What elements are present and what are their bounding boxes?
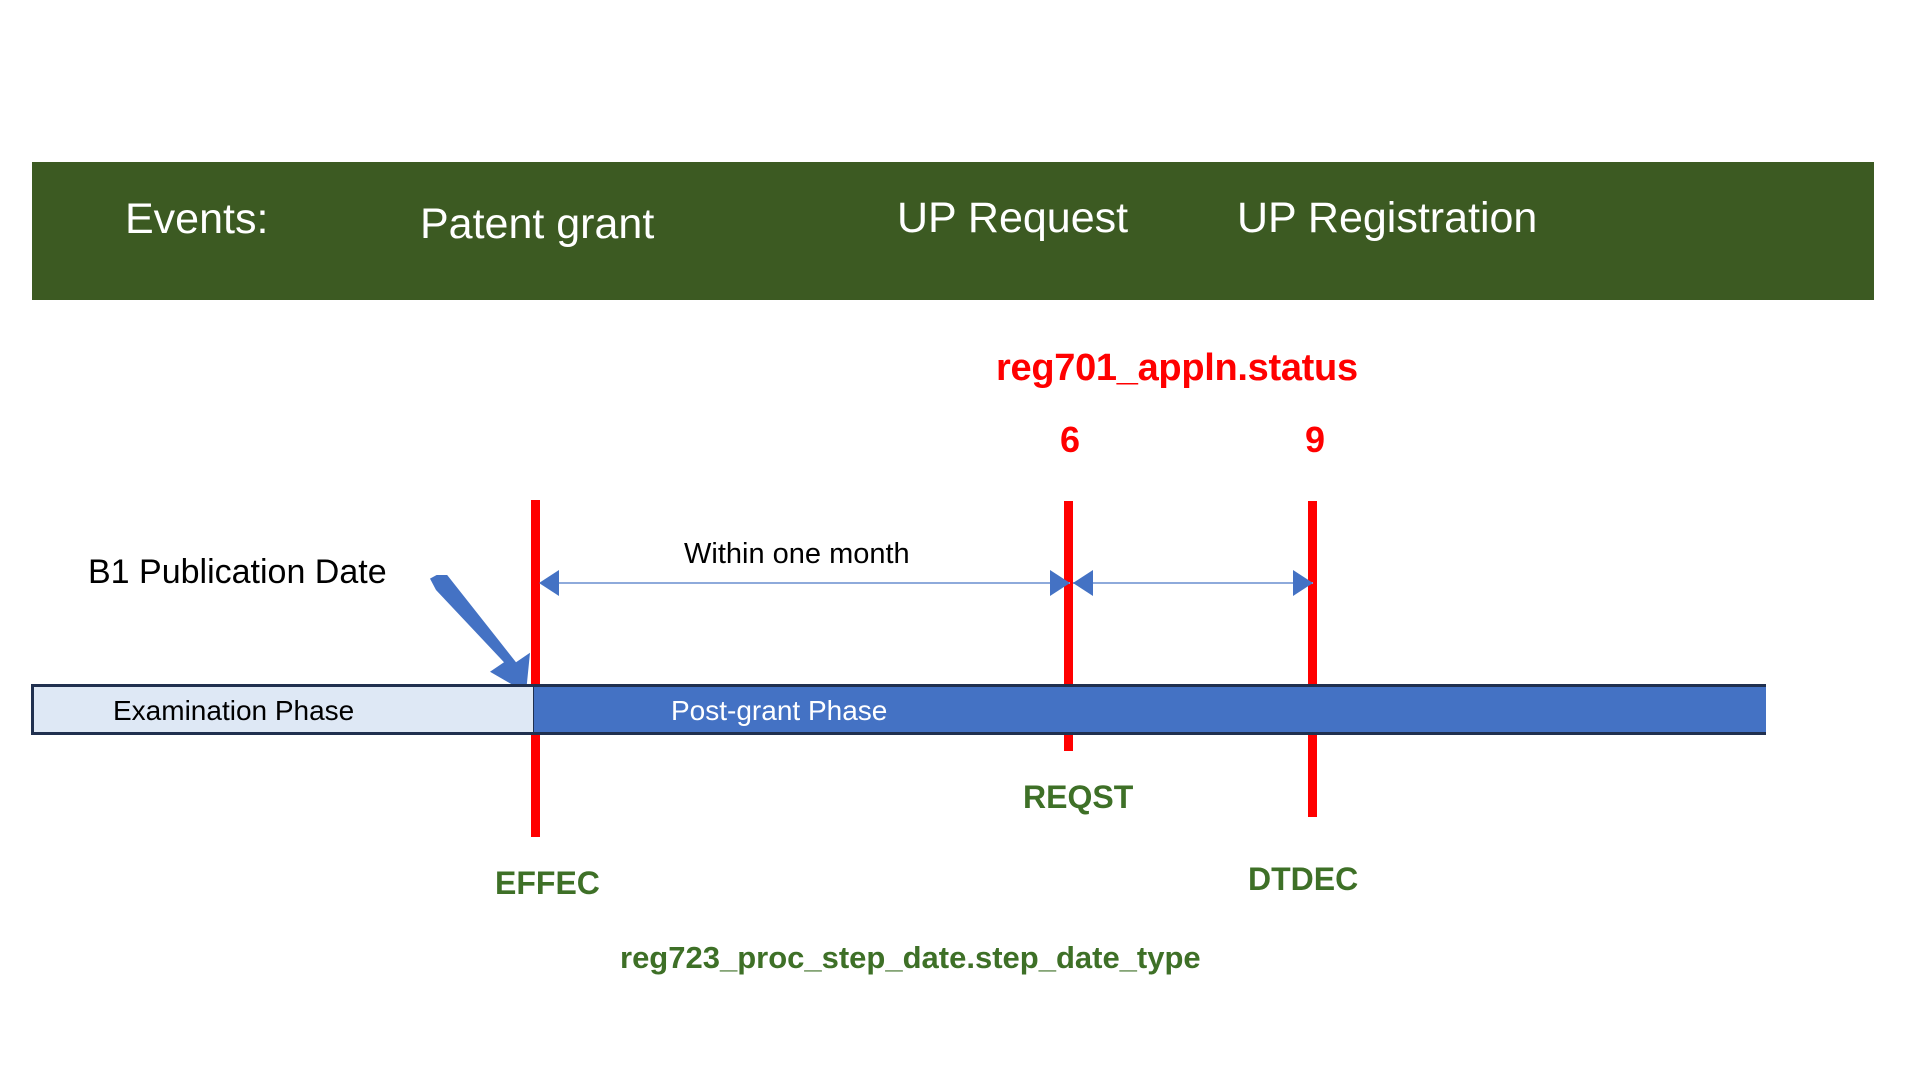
- measurement-arrow-line-grant-to-request: [545, 582, 1070, 584]
- step-date-code-reqst: REQST: [1023, 779, 1134, 815]
- status-value-up-registration: 9: [1305, 419, 1326, 460]
- measurement-arrowhead-left-a: [539, 570, 559, 596]
- phase-segment-post-grant: [534, 684, 1766, 735]
- event-marker-line-up-registration: [1308, 501, 1317, 817]
- status-field-label: reg701_appln.status: [996, 347, 1358, 389]
- phase-timeline-bar: Examination Phase Post-grant Phase: [31, 666, 1886, 766]
- event-label-up-registration: UP Registration: [1237, 194, 1538, 242]
- phase-label-examination: Examination Phase: [113, 695, 355, 726]
- event-label-up-request: UP Request: [897, 194, 1129, 242]
- event-marker-line-up-request: [1064, 501, 1073, 751]
- event-label-patent-grant: Patent grant: [420, 200, 655, 248]
- b1-publication-date-label: B1 Publication Date: [88, 553, 387, 591]
- step-date-field-label: reg723_proc_step_date.step_date_type: [620, 940, 1201, 975]
- phase-segment-examination: [31, 684, 536, 735]
- status-value-up-request: 6: [1060, 419, 1081, 460]
- measurement-arrowhead-left-b: [1073, 570, 1093, 596]
- events-banner-prefix-label: Events:: [125, 195, 269, 243]
- event-marker-line-patent-grant: [531, 500, 540, 837]
- events-banner: [32, 162, 1874, 300]
- measurement-arrow-line-request-to-registration: [1073, 582, 1313, 584]
- measurement-arrowhead-right-a: [1050, 570, 1070, 596]
- measurement-label-within-one-month: Within one month: [684, 538, 910, 570]
- step-date-code-dtdec: DTDEC: [1248, 861, 1359, 897]
- step-date-code-effec: EFFEC: [495, 865, 600, 901]
- measurement-arrowhead-right-b: [1293, 570, 1313, 596]
- phase-label-post-grant: Post-grant Phase: [671, 695, 888, 726]
